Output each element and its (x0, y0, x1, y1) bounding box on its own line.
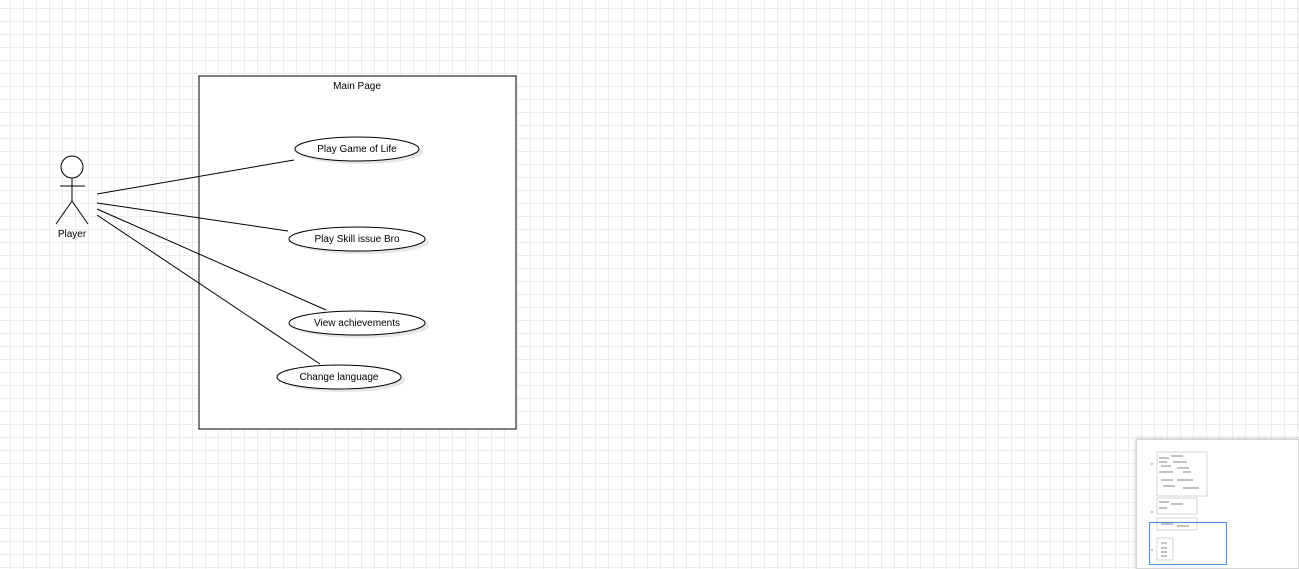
use-case-view-achievements[interactable]: View achievements (288, 310, 429, 338)
association-play-skill-issue-bro[interactable] (96, 202, 289, 232)
minimap-thumbnail (1151, 451, 1208, 561)
actor-label: Player (58, 229, 87, 240)
association-view-achievements[interactable] (96, 208, 327, 311)
use-case-change-language[interactable]: Change language (276, 364, 405, 392)
minimap-viewport[interactable] (1149, 522, 1227, 565)
use-case-play-skill-issue-bro[interactable]: Play Skill issue Bro (288, 226, 429, 254)
use-case-label: View achievements (314, 318, 400, 329)
actor-player[interactable]: Player (55, 155, 89, 240)
minimap-content (1143, 446, 1296, 565)
association-play-game-of-life[interactable] (96, 159, 295, 195)
use-case-label: Change language (300, 372, 379, 383)
outline-minimap[interactable] (1136, 439, 1299, 569)
actor-left-leg (55, 200, 73, 225)
actor-head (60, 155, 84, 179)
use-case-play-game-of-life[interactable]: Play Game of Life (294, 136, 423, 164)
system-boundary-title: Main Page (333, 81, 381, 92)
association-change-language[interactable] (96, 214, 321, 365)
use-case-label: Play Game of Life (317, 144, 397, 155)
use-case-label: Play Skill issue Bro (314, 234, 399, 245)
associations (96, 159, 327, 365)
actor-right-leg (71, 200, 89, 225)
